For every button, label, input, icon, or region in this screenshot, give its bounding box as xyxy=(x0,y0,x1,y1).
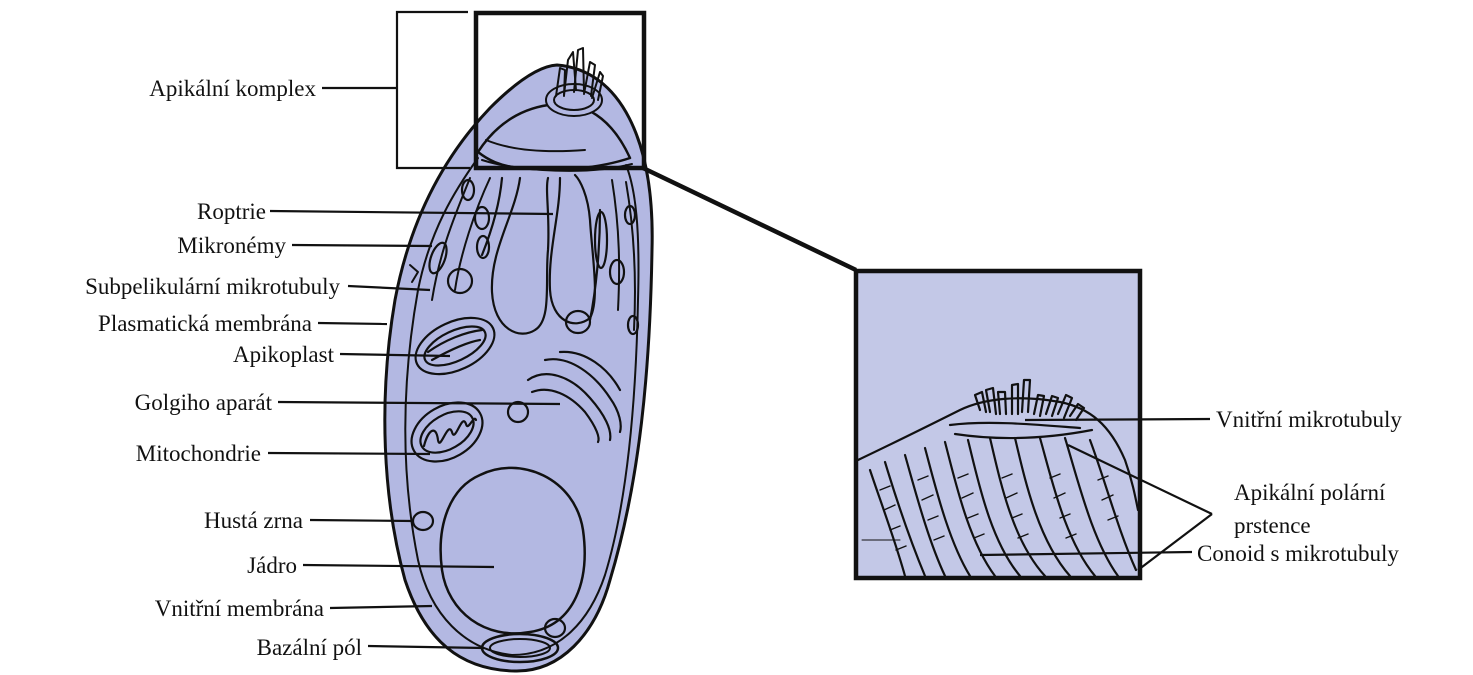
cell xyxy=(385,48,652,671)
label-apicoplast: Apikoplast xyxy=(233,342,335,367)
label-subpellicular-microtubules: Subpelikulární mikrotubuly xyxy=(85,274,340,299)
label-mitochondria: Mitochondrie xyxy=(136,441,261,466)
plasma-membrane xyxy=(385,65,652,671)
label-nucleus: Jádro xyxy=(247,553,297,578)
label-apical-polar-rings-2: prstence xyxy=(1234,513,1311,538)
label-inner-microtubules: Vnitřní mikrotubuly xyxy=(1216,407,1402,432)
label-apical-complex: Apikální komplex xyxy=(149,76,316,101)
label-golgi: Golgiho aparát xyxy=(135,390,273,415)
label-inner-membrane: Vnitřní membrána xyxy=(155,596,324,621)
inset-frame xyxy=(856,271,1140,578)
label-conoid: Conoid s mikrotubuly xyxy=(1197,541,1399,566)
label-dense-granules: Hustá zrna xyxy=(204,508,303,533)
label-apical-polar-rings-1: Apikální polární xyxy=(1234,480,1386,505)
labels: Apikální komplex Roptrie Mikronémy Subpe… xyxy=(85,76,1402,660)
label-plasma-membrane: Plasmatická membrána xyxy=(98,311,312,336)
zoom-connector xyxy=(643,168,856,270)
label-basal-pole: Bazální pól xyxy=(257,635,362,660)
label-rhoptries: Roptrie xyxy=(197,199,266,224)
inset xyxy=(856,271,1140,578)
label-micronemes: Mikronémy xyxy=(177,233,286,258)
